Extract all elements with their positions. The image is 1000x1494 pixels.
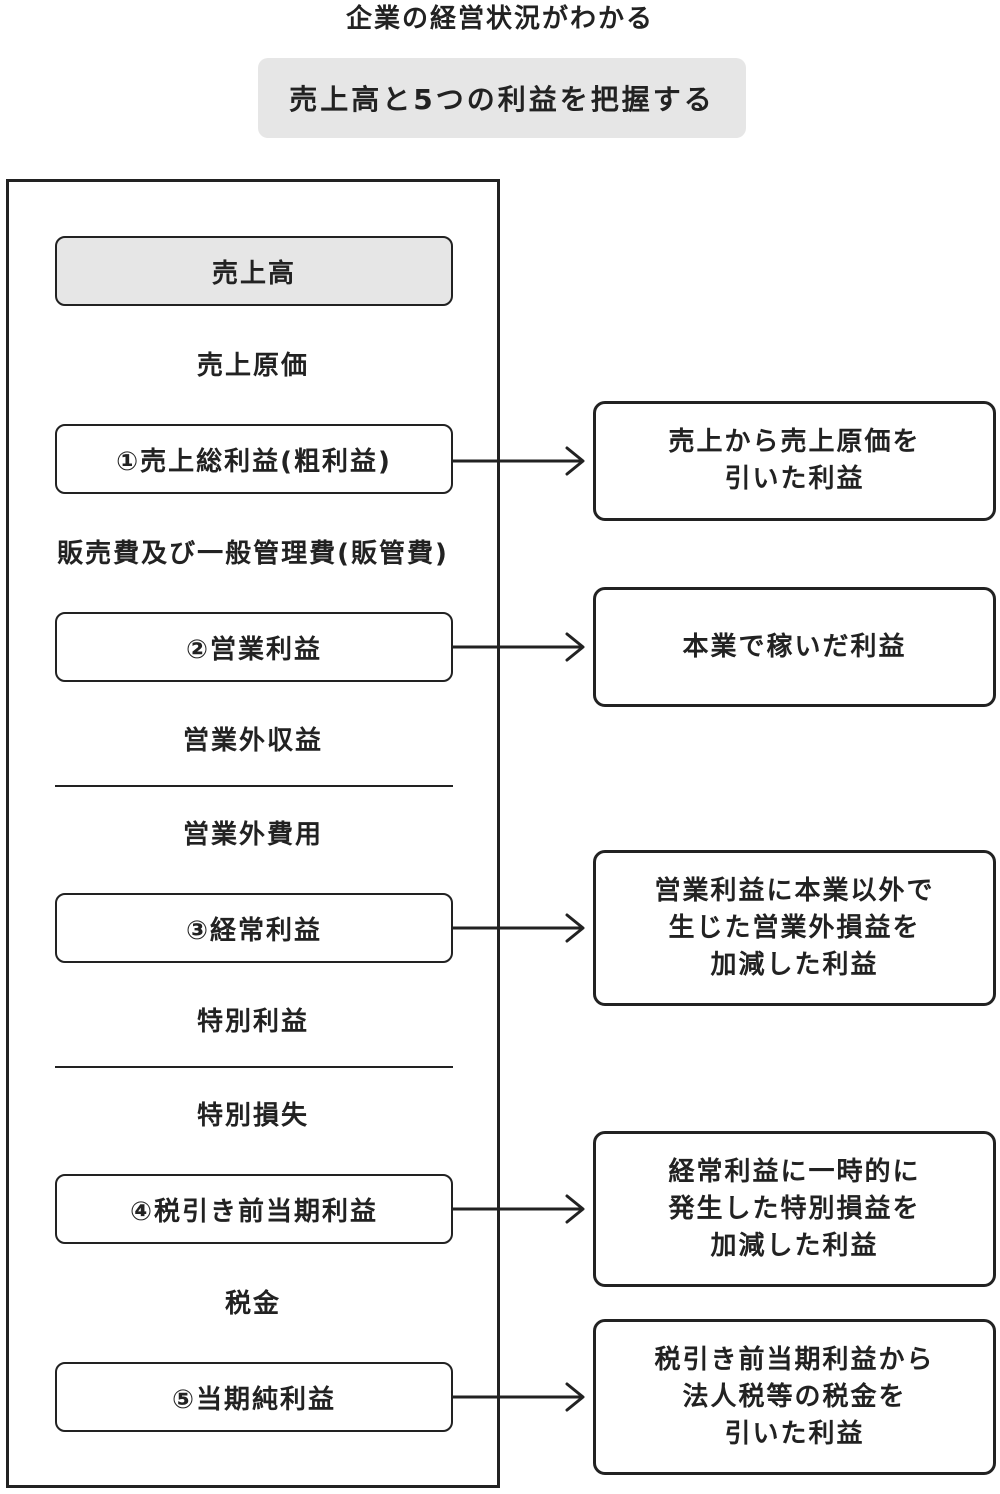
income-statement-frame xyxy=(6,179,500,1488)
arrow-gross-profit xyxy=(451,446,585,476)
divider-line xyxy=(55,785,453,787)
sales-box: 売上高 xyxy=(55,236,453,306)
title-banner: 売上高と5つの利益を把握する xyxy=(258,58,746,138)
gross-profit-explanation: 売上から売上原価を 引いた利益 xyxy=(593,401,996,521)
operating-profit-box: ②営業利益 xyxy=(55,612,453,682)
cost-of-sales-label: 売上原価 xyxy=(196,351,309,381)
arrow-pretax-profit xyxy=(451,1194,585,1224)
ordinary-profit-explanation: 営業利益に本業以外で 生じた営業外損益を 加減した利益 xyxy=(593,850,996,1006)
arrow-ordinary-profit xyxy=(451,913,585,943)
extraordinary-income-label: 特別利益 xyxy=(196,1007,309,1037)
operating-profit-explanation: 本業で稼いだ利益 xyxy=(593,587,996,707)
pretax-profit-explanation: 経常利益に一時的に 発生した特別損益を 加減した利益 xyxy=(593,1131,996,1287)
non-operating-expenses-label: 営業外費用 xyxy=(182,820,323,850)
divider-line xyxy=(55,1066,453,1068)
extraordinary-loss-label: 特別損失 xyxy=(196,1101,309,1131)
arrow-net-profit xyxy=(451,1382,585,1412)
sga-label: 販売費及び一般管理費(販管費) xyxy=(57,539,449,569)
net-profit-explanation: 税引き前当期利益から 法人税等の税金を 引いた利益 xyxy=(593,1319,996,1475)
taxes-label: 税金 xyxy=(224,1289,281,1319)
gross-profit-box: ①売上総利益(粗利益) xyxy=(55,424,453,494)
ordinary-profit-box: ③経常利益 xyxy=(55,893,453,963)
subtitle: 企業の経営状況がわかる xyxy=(345,4,654,34)
arrow-operating-profit xyxy=(451,632,585,662)
pretax-profit-box: ④税引き前当期利益 xyxy=(55,1174,453,1244)
non-operating-income-label: 営業外収益 xyxy=(182,726,323,756)
net-profit-box: ⑤当期純利益 xyxy=(55,1362,453,1432)
